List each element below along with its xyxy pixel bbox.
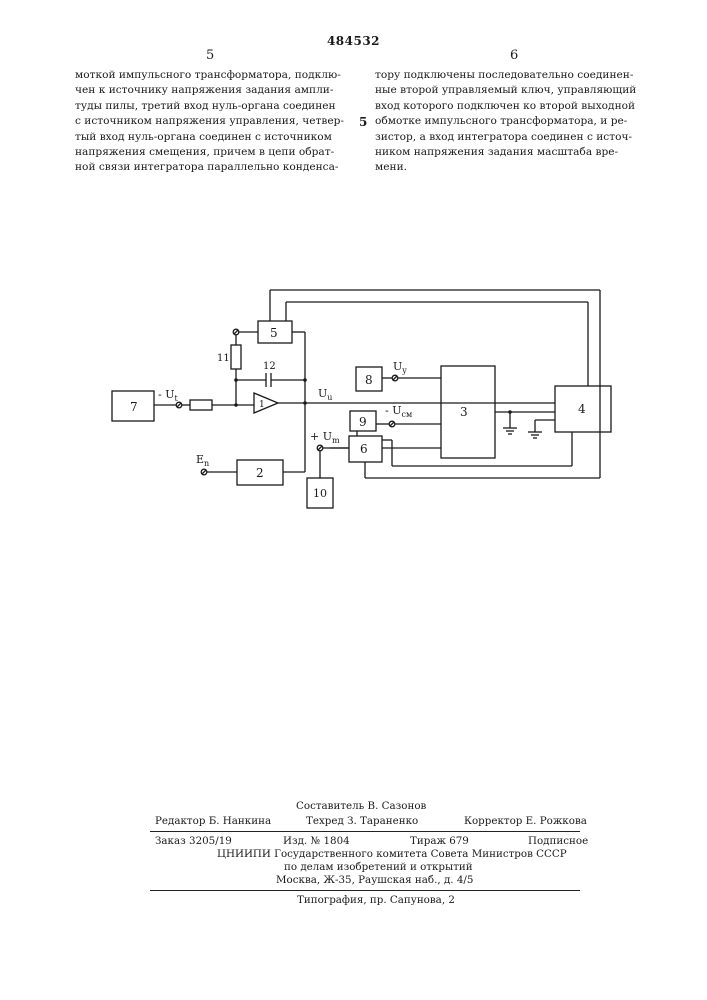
- block-8-label: 8: [365, 373, 373, 387]
- block-7-label: 7: [130, 400, 138, 414]
- org-line-3: Москва, Ж-35, Раушская наб., д. 4/5: [276, 874, 473, 886]
- input-resistor: [190, 400, 212, 410]
- org-line-1: ЦНИИПИ Государственного комитета Совета …: [217, 848, 567, 860]
- block-4-label: 4: [578, 402, 586, 416]
- editor: Редактор Б. Нанкина: [155, 815, 271, 827]
- signal-um-label: + Um: [310, 430, 340, 445]
- techred: Техред З. Тараненко: [306, 815, 418, 827]
- signal-en-label: En: [196, 453, 209, 468]
- capacitor-12-label: 12: [263, 361, 276, 372]
- block-9-label: 9: [359, 415, 367, 429]
- order: Заказ 3205/19: [155, 835, 232, 847]
- edition: Изд. № 1804: [283, 835, 350, 847]
- block-1-label: 1: [259, 400, 265, 410]
- colophon-rule-bottom: [150, 890, 580, 891]
- signal-ucm-label: - Uсм: [385, 404, 412, 419]
- subscription: Подписное: [528, 835, 588, 847]
- compiler: Составитель В. Сазонов: [296, 800, 426, 812]
- block-3-label: 3: [460, 405, 468, 419]
- colophon-rule-top: [150, 831, 580, 832]
- resistor-11-label: 11: [217, 353, 230, 364]
- org-line-2: по делам изобретений и открытий: [284, 861, 473, 873]
- resistor-11: [231, 345, 241, 369]
- signal-uu-label: Uu: [318, 387, 332, 402]
- block-6-label: 6: [360, 442, 368, 456]
- printer: Типография, пр. Сапунова, 2: [297, 894, 455, 906]
- corrector: Корректор Е. Рожкова: [464, 815, 587, 827]
- block-3: [441, 366, 495, 458]
- signal-ut-label: - Ut: [158, 388, 178, 403]
- block-1-integrator: [254, 393, 278, 413]
- block-2-label: 2: [256, 466, 264, 480]
- signal-uy-label: Uy: [393, 360, 407, 375]
- circulation: Тираж 679: [410, 835, 469, 847]
- block-10-label: 10: [313, 487, 327, 500]
- block-5-label: 5: [270, 326, 278, 340]
